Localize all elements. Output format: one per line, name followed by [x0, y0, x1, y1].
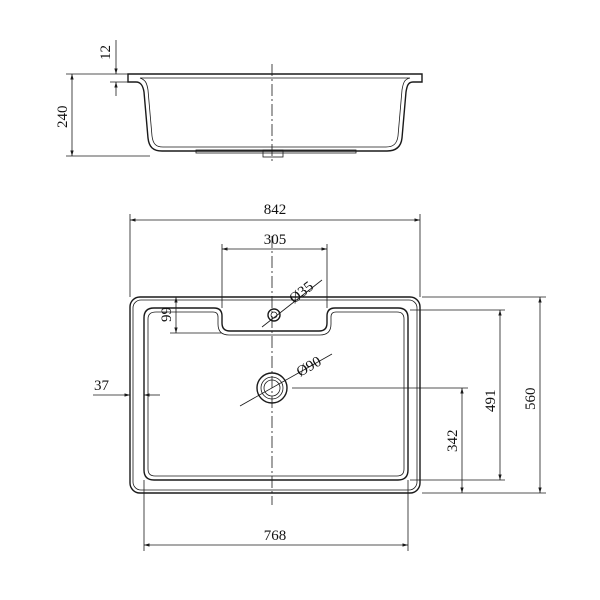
dimension-842: 842 [129, 202, 421, 297]
dimension-240: 240 [55, 73, 150, 157]
dimension-37-label: 37 [94, 378, 110, 394]
plan-view-basin [143, 307, 409, 481]
dimension-768: 768 [143, 480, 409, 551]
side-view-drain [262, 149, 284, 158]
plan-view: 842 305 Ø35 99 Ø90 37 [93, 202, 546, 551]
dimension-842-label: 842 [264, 202, 287, 218]
dimension-560-label: 560 [523, 388, 539, 411]
dimension-342-label: 342 [445, 430, 461, 453]
dimension-12-label: 12 [98, 45, 114, 60]
plan-view-rim-edge [132, 299, 418, 491]
dimension-491-label: 491 [483, 390, 499, 413]
tap-hole [267, 308, 281, 322]
side-view: 12 240 [55, 40, 423, 162]
plan-view-basin-inner [147, 311, 405, 477]
dimension-99: 99 [159, 297, 222, 334]
dimension-drain-diameter: Ø90 [239, 353, 333, 407]
dimension-342: 342 [445, 388, 464, 493]
dimension-99-label: 99 [159, 307, 175, 322]
dimension-768-label: 768 [264, 528, 287, 544]
dimension-37: 37 [93, 378, 160, 397]
dimension-305-label: 305 [264, 232, 287, 248]
dimension-240-label: 240 [55, 106, 71, 129]
dimension-drain-label: Ø90 [294, 354, 324, 381]
dimension-12: 12 [98, 40, 128, 96]
dimension-491: 491 [410, 309, 505, 481]
dimension-560: 560 [422, 296, 546, 494]
dimension-tap-hole-label: Ø35 [287, 279, 317, 308]
dimension-tap-hole-diameter: Ø35 [261, 279, 323, 328]
dimension-305: 305 [221, 232, 328, 308]
side-view-outer-profile [127, 73, 423, 152]
side-view-inner-profile [139, 77, 411, 148]
